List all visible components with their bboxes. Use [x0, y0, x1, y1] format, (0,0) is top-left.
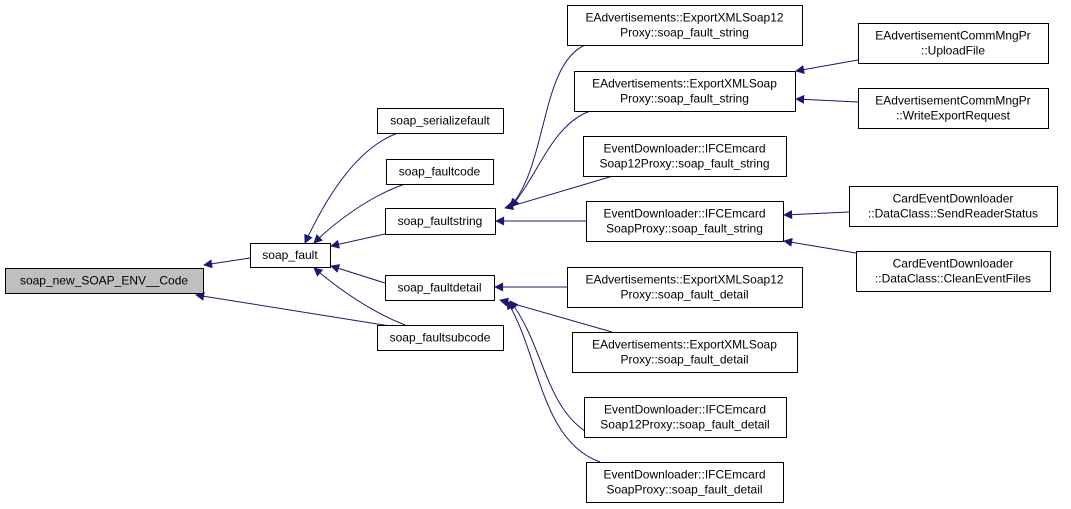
edge-ea_detail-to-faultdetail — [499, 297, 613, 333]
node-ed12-detail[interactable]: EventDownloader::IFCEmcardSoap12Proxy::s… — [584, 397, 787, 438]
edge-fault-to-root — [203, 257, 251, 269]
node-box — [858, 23, 1049, 64]
node-label: EventDownloader::IFCEmcard — [604, 403, 766, 417]
node-box — [572, 332, 798, 373]
node-label: ::WriteExportRequest — [896, 109, 1010, 123]
node-box — [858, 88, 1049, 129]
node-label: Soap12Proxy::soap_fault_detail — [600, 418, 769, 432]
edge-ed12_string-to-faultstring — [504, 175, 614, 211]
node-faultsubcode[interactable]: soap_faultsubcode — [377, 325, 504, 351]
edge-ed12_detail-to-faultdetail — [509, 300, 597, 438]
node-ea-detail[interactable]: EAdvertisements::ExportXMLSoapProxy::soa… — [572, 332, 798, 373]
edge-upload-to-ea_string — [795, 59, 859, 75]
edge-ea12_string-to-faultstring — [509, 44, 586, 208]
node-box — [567, 5, 803, 46]
node-label: ::DataClass::CleanEventFiles — [875, 272, 1031, 286]
node-label: ::UploadFile — [921, 44, 985, 58]
node-fault[interactable]: soap_fault — [250, 243, 331, 268]
edges — [195, 44, 859, 463]
node-box — [250, 243, 331, 268]
node-box — [386, 159, 494, 185]
node-box — [377, 108, 504, 134]
node-label: EAdvertisements::ExportXMLSoap — [592, 338, 777, 352]
node-serializefault[interactable]: soap_serializefault — [377, 108, 504, 134]
edge-faultstring-to-fault — [330, 233, 386, 249]
node-label: Proxy::soap_fault_string — [620, 92, 749, 106]
edge-writeexport-to-ea_string — [795, 94, 859, 104]
node-label: EventDownloader::IFCEmcard — [603, 468, 765, 482]
edge-faultcode-to-fault — [313, 183, 406, 244]
node-label: EventDownloader::IFCEmcard — [603, 207, 765, 221]
node-faultstring[interactable]: soap_faultstring — [385, 208, 496, 235]
node-label: Proxy::soap_fault_detail — [620, 353, 748, 367]
node-ed-detail[interactable]: EventDownloader::IFCEmcardSoapProxy::soa… — [586, 462, 784, 503]
node-box — [856, 251, 1051, 292]
node-label: Soap12Proxy::soap_fault_string — [599, 157, 769, 171]
node-label: CardEventDownloader — [893, 192, 1014, 206]
edge-faultsubcode-to-fault — [313, 267, 406, 326]
node-label: soap_faultdetail — [397, 281, 481, 295]
node-label: EAdvertisementCommMngPr — [875, 29, 1030, 43]
node-box — [567, 267, 803, 308]
node-box — [849, 186, 1058, 227]
node-ed12-string[interactable]: EventDownloader::IFCEmcardSoap12Proxy::s… — [583, 136, 787, 177]
node-label: soap_fault — [262, 248, 318, 262]
node-upload[interactable]: EAdvertisementCommMngPr::UploadFile — [858, 23, 1049, 64]
node-root: soap_new_SOAP_ENV__Code — [5, 268, 204, 294]
edge-ea_string-to-faultstring — [510, 110, 591, 208]
nodes: soap_new_SOAP_ENV__Code soap_fault soap_se… — [5, 5, 1058, 503]
node-box — [583, 136, 787, 177]
node-ed-string[interactable]: EventDownloader::IFCEmcardSoapProxy::soa… — [586, 201, 784, 242]
edge-faultdetail-to-fault — [330, 264, 386, 284]
node-label: EAdvertisements::ExportXMLSoap — [592, 77, 777, 91]
node-box — [586, 462, 784, 503]
node-ea12-string[interactable]: EAdvertisements::ExportXMLSoap12Proxy::s… — [567, 5, 803, 46]
node-label: soap_new_SOAP_ENV__Code — [20, 274, 188, 288]
edge-serializefault-to-fault — [304, 132, 399, 244]
node-label: Proxy::soap_fault_detail — [620, 288, 748, 302]
node-label: EAdvertisementCommMngPr — [875, 94, 1030, 108]
node-label: SoapProxy::soap_fault_string — [606, 222, 763, 236]
node-sendreader[interactable]: CardEventDownloader::DataClass::SendRead… — [849, 186, 1058, 227]
node-label: soap_faultcode — [399, 165, 481, 179]
node-ea12-detail[interactable]: EAdvertisements::ExportXMLSoap12Proxy::s… — [567, 267, 803, 308]
node-label: soap_faultstring — [398, 214, 483, 228]
node-label: Proxy::soap_fault_string — [620, 26, 749, 40]
node-faultcode[interactable]: soap_faultcode — [386, 159, 494, 185]
node-label: EventDownloader::IFCEmcard — [603, 142, 765, 156]
node-box — [385, 208, 496, 235]
node-box — [574, 71, 796, 112]
node-label: soap_serializefault — [390, 114, 490, 128]
node-label: soap_faultsubcode — [390, 331, 491, 345]
node-box — [586, 201, 784, 242]
node-writeexport[interactable]: EAdvertisementCommMngPr::WriteExportRequ… — [858, 88, 1049, 129]
node-box — [385, 275, 495, 301]
edge-sendreader-to-ed_string — [783, 210, 850, 220]
node-ea-string[interactable]: EAdvertisements::ExportXMLSoapProxy::soa… — [574, 71, 796, 112]
node-label: SoapProxy::soap_fault_detail — [606, 483, 762, 497]
node-box — [5, 268, 204, 294]
edge-faultsubcode-to-root — [195, 291, 391, 327]
node-label: EAdvertisements::ExportXMLSoap12 — [585, 273, 783, 287]
node-faultdetail[interactable]: soap_faultdetail — [385, 275, 495, 301]
edge-cleanevent-to-ed_string — [783, 237, 857, 254]
node-box — [584, 397, 787, 438]
node-cleanevent[interactable]: CardEventDownloader::DataClass::CleanEve… — [856, 251, 1051, 292]
node-label: ::DataClass::SendReaderStatus — [868, 207, 1038, 221]
node-label: EAdvertisements::ExportXMLSoap12 — [585, 11, 783, 25]
node-label: CardEventDownloader — [893, 257, 1014, 271]
node-box — [377, 325, 504, 351]
edge-ed_detail-to-faultdetail — [506, 300, 601, 463]
